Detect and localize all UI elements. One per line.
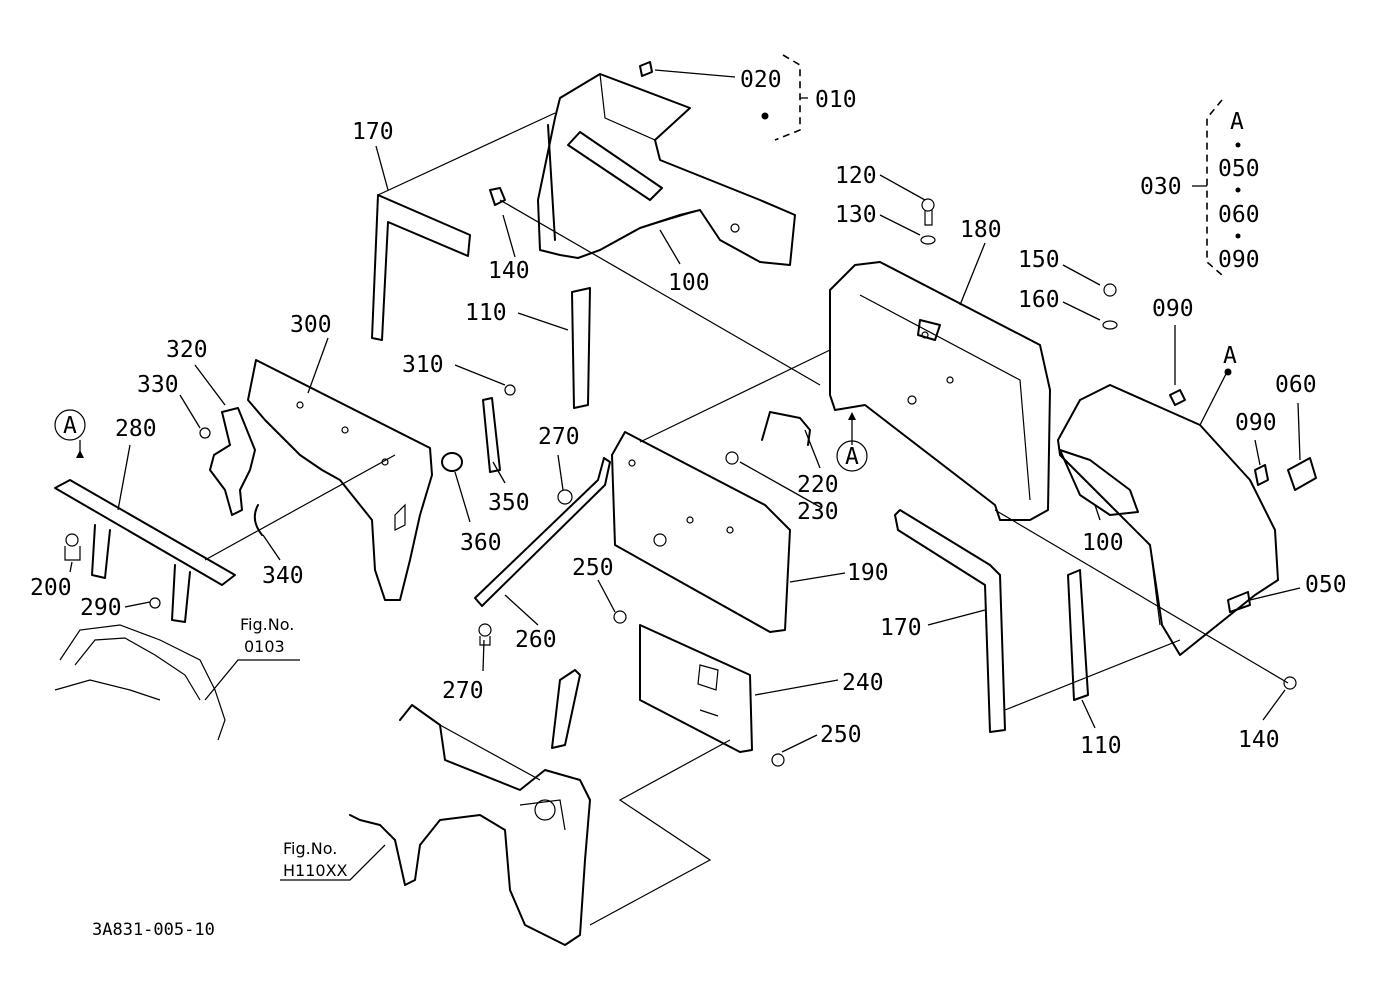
grommet-360 [441,452,463,472]
label-300: 300 [290,312,332,338]
label-290: 290 [80,595,122,621]
bracket-320 [209,407,256,516]
label-120: 120 [835,163,877,189]
label-100-upper: 100 [668,270,710,296]
clip-220 [761,411,811,446]
label-270-upper: 270 [538,424,580,450]
stay-260 [474,457,611,607]
reference-markers: A A A A [63,109,1244,470]
bracket-240 [639,624,753,753]
label-280: 280 [115,416,157,442]
clip-340 [253,504,263,536]
label-110-upper: 110 [465,300,507,326]
part-number-labels: 020 010 170 140 100 110 120 130 180 150 … [30,67,1347,759]
decal-060 [1287,457,1317,491]
label-170-upper: 170 [352,119,394,145]
label-270-lower: 270 [442,678,484,704]
label-190: 190 [847,560,889,586]
label-030: 030 [1140,174,1182,200]
label-110-lower: 110 [1080,733,1122,759]
ref-a-list: A [1230,109,1244,135]
pad-110-upper [571,287,591,409]
label-090-list: 090 [1218,247,1260,273]
label-340: 340 [262,563,304,589]
label-090-right: 090 [1235,410,1277,436]
label-010: 010 [815,87,857,113]
label-360: 360 [460,530,502,556]
label-220: 220 [797,472,839,498]
frame-sketch-0103 [54,624,226,741]
label-140-lower: 140 [1238,727,1280,753]
label-310: 310 [402,352,444,378]
label-170-lower: 170 [880,615,922,641]
leader-lines [69,69,1301,881]
pad-110-right [1067,569,1089,701]
fig-ref-0103-number: 0103 [244,637,285,656]
label-100-right: 100 [1082,530,1124,556]
ref-a-left: A [63,413,77,439]
label-250-lower: 250 [820,722,862,748]
dot-a-cover [1224,368,1232,376]
front-bracket-280 [54,479,236,623]
circle-ref-a-left [54,409,86,441]
label-020: 020 [740,67,782,93]
arrow-head-a1 [76,450,84,458]
label-090-upper: 090 [1152,296,1194,322]
label-140-upper: 140 [488,258,530,284]
label-160: 160 [1018,287,1060,313]
side-cover-050 [1057,384,1279,656]
label-350: 350 [488,490,530,516]
fig-ref-h110xx-number: H110XX [283,861,348,880]
label-240: 240 [842,670,884,696]
diagram-code: 3A831-005-10 [92,920,215,940]
label-130: 130 [835,202,877,228]
label-050-list: 050 [1218,156,1260,182]
label-330: 330 [137,372,179,398]
rubber-170-left [371,194,471,341]
rubber-170-right [894,509,1006,733]
pad-100-right [1059,449,1139,516]
fig-ref-h110xx-title: Fig.No. [283,839,337,858]
panel-190 [611,431,791,633]
assembly-lines [204,112,1289,926]
rear-shell-180 [829,261,1051,521]
label-060-list: 060 [1218,202,1260,228]
arrow-head-a2 [848,412,856,420]
figure-references: Fig.No. 0103 Fig.No. H110XX [240,615,348,880]
ref-a-centre: A [845,444,859,470]
label-250-upper: 250 [572,555,614,581]
label-180: 180 [960,217,1002,243]
label-060-decal: 060 [1275,372,1317,398]
steering-support-sketch [349,669,591,946]
label-320: 320 [166,337,208,363]
label-230: 230 [797,499,839,525]
upper-cover-010 [537,61,796,266]
label-260: 260 [515,627,557,653]
label-050-cover: 050 [1305,572,1347,598]
dot-010 [761,112,769,120]
strip-350 [482,397,501,473]
ref-a-cover: A [1223,343,1237,369]
label-200: 200 [30,575,72,601]
label-150: 150 [1018,247,1060,273]
fig-ref-0103-title: Fig.No. [240,615,294,634]
hardware-bolts [64,187,1297,767]
circle-ref-a-centre [836,440,868,472]
